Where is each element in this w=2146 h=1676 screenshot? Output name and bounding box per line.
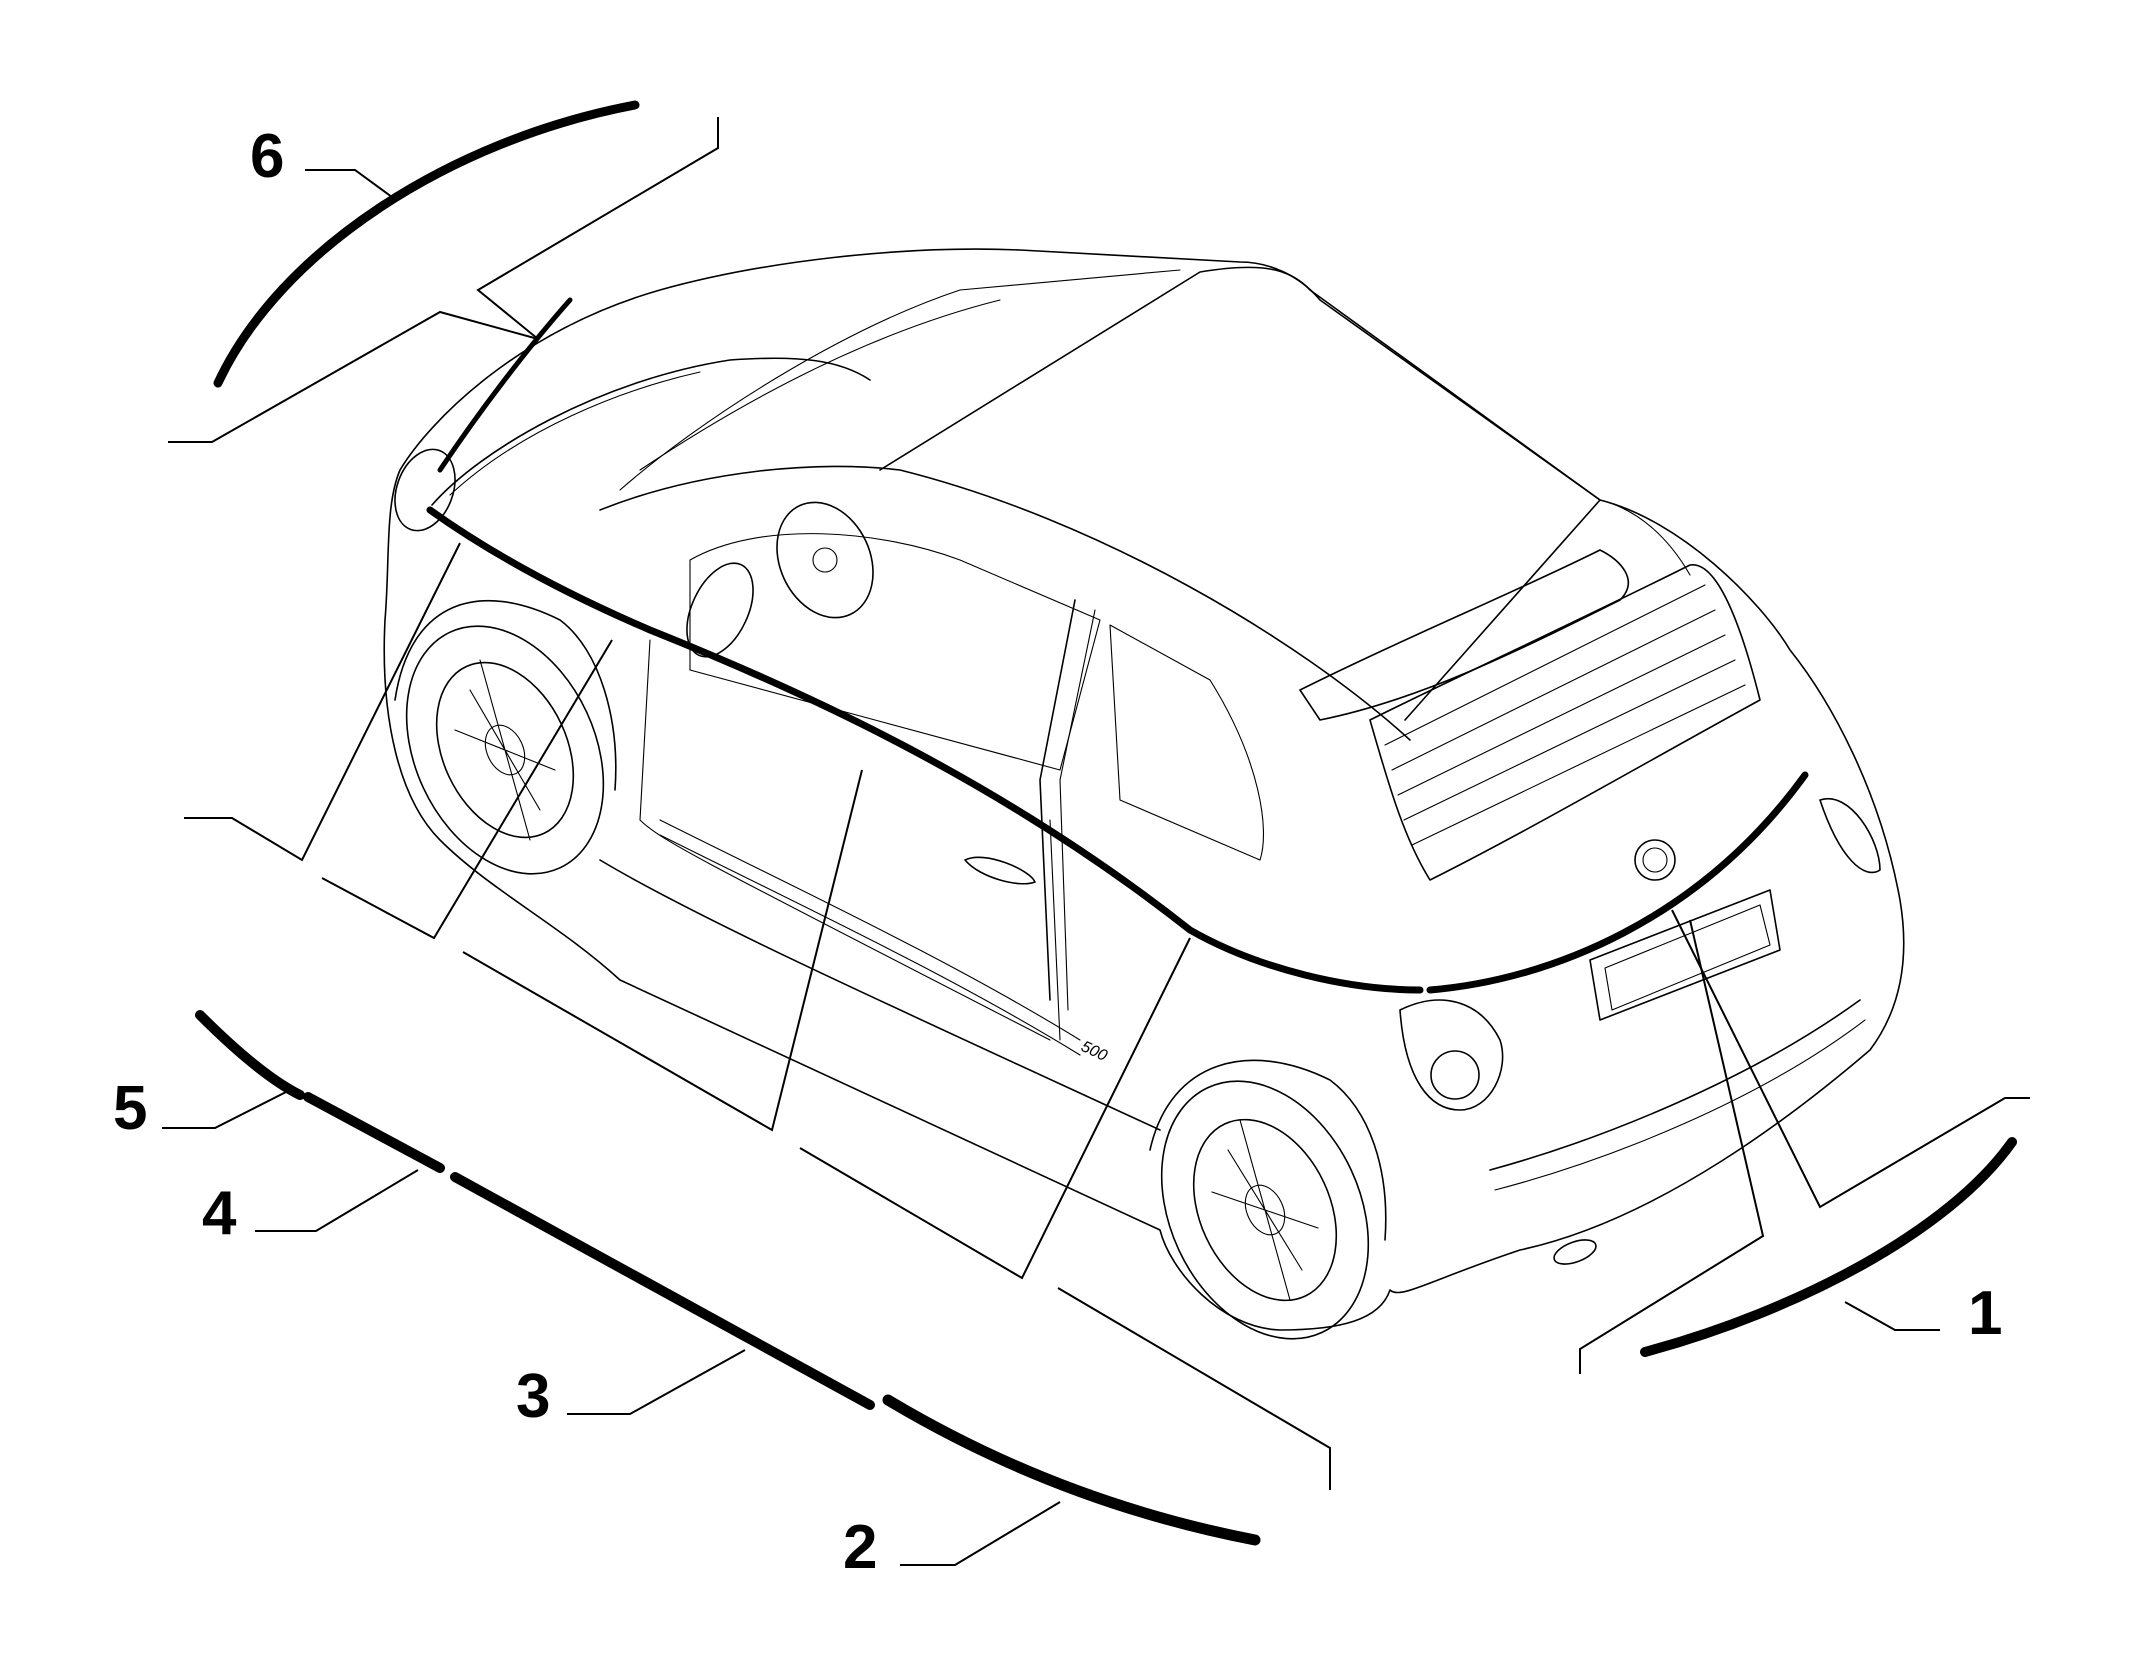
callout-3: 3 (516, 1362, 551, 1431)
strip-part-5 (195, 1010, 305, 1100)
strip-part-1 (1640, 1137, 2017, 1357)
strip-parts (195, 100, 2017, 1546)
car-body (383, 248, 1905, 1340)
side-badge: 500 (1078, 1038, 1109, 1065)
callout-2: 2 (843, 1513, 878, 1582)
leader-lines (162, 117, 2030, 1566)
callout-6: 6 (250, 122, 285, 191)
callout-4: 4 (202, 1179, 237, 1248)
strip-part-6 (213, 100, 640, 388)
strip-part-3 (450, 1172, 875, 1410)
callout-1: 1 (1968, 1279, 2003, 1348)
strip-part-4 (303, 1092, 445, 1173)
strip-part-2 (882, 1394, 1261, 1546)
callout-5: 5 (113, 1074, 148, 1143)
